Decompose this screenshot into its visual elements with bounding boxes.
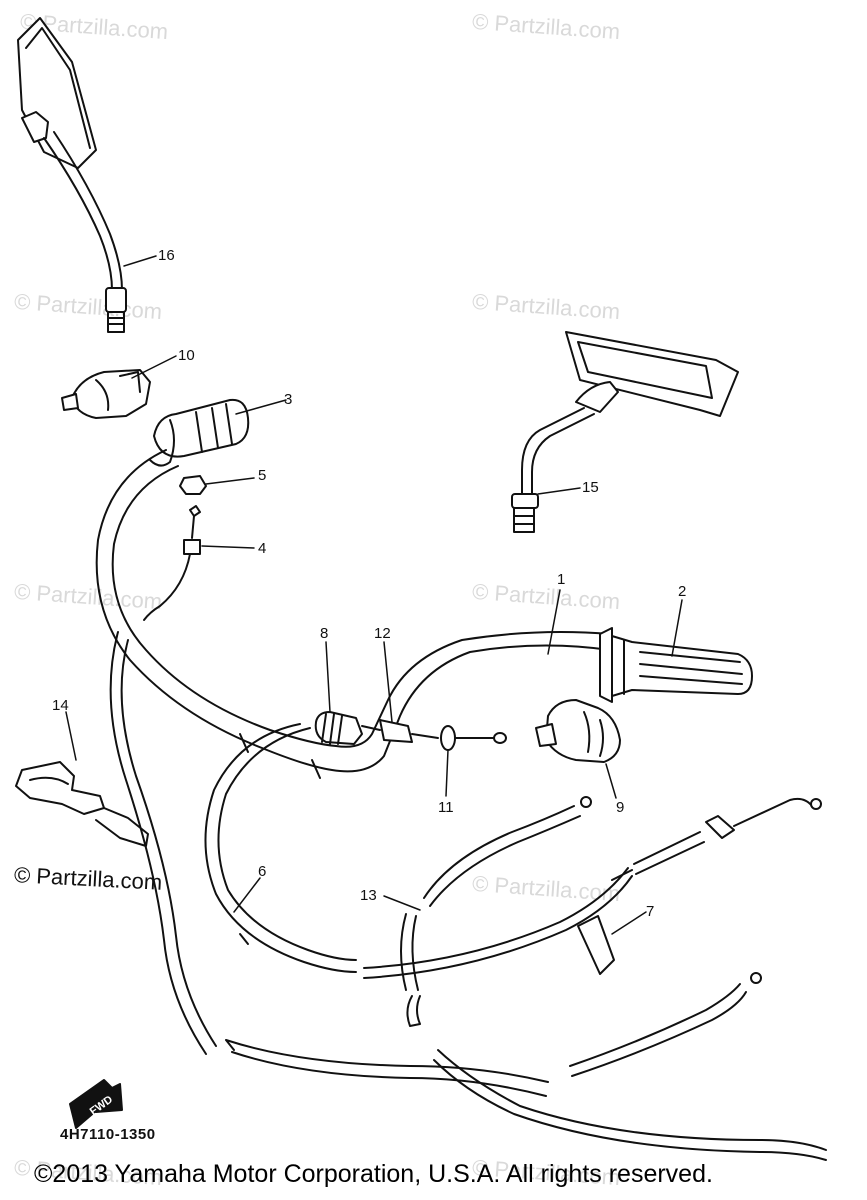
clutch-cable [363, 796, 822, 1027]
callout-6: 6 [258, 863, 266, 880]
callout-3: 3 [284, 391, 292, 408]
right-grip [599, 627, 753, 703]
throttle-cable [204, 723, 357, 973]
callout-15: 15 [582, 479, 599, 496]
choke-lever [15, 761, 149, 847]
callout-11: 11 [438, 799, 454, 816]
callout-10: 10 [178, 347, 195, 364]
callout-1: 1 [557, 571, 565, 588]
right-switch-housing [535, 699, 621, 763]
copyright-notice: ©2013 Yamaha Motor Corporation, U.S.A. A… [34, 1160, 713, 1188]
diagram-part-code: 4H7110-1350 [60, 1126, 156, 1143]
throttle-adjuster-assembly [314, 711, 507, 751]
left-grip [149, 398, 250, 467]
callout-12: 12 [374, 625, 391, 642]
cable-clip [143, 505, 201, 621]
callout-14: 14 [52, 697, 69, 714]
callout-5: 5 [258, 467, 266, 484]
left-switch-housing [61, 369, 151, 419]
callout-4: 4 [258, 540, 266, 557]
forward-arrow-icon [69, 1079, 123, 1129]
left-mirror [17, 17, 127, 333]
callout-9: 9 [616, 799, 624, 816]
callout-8: 8 [320, 625, 328, 642]
long-cable [109, 631, 827, 1161]
callout-7: 7 [646, 903, 654, 920]
callout-2: 2 [678, 583, 686, 600]
right-mirror [511, 331, 739, 533]
small-bracket [577, 915, 615, 975]
adjuster-nut [179, 475, 207, 495]
handlebar [95, 449, 611, 779]
callout-13: 13 [360, 887, 377, 904]
callout-16: 16 [158, 247, 175, 264]
